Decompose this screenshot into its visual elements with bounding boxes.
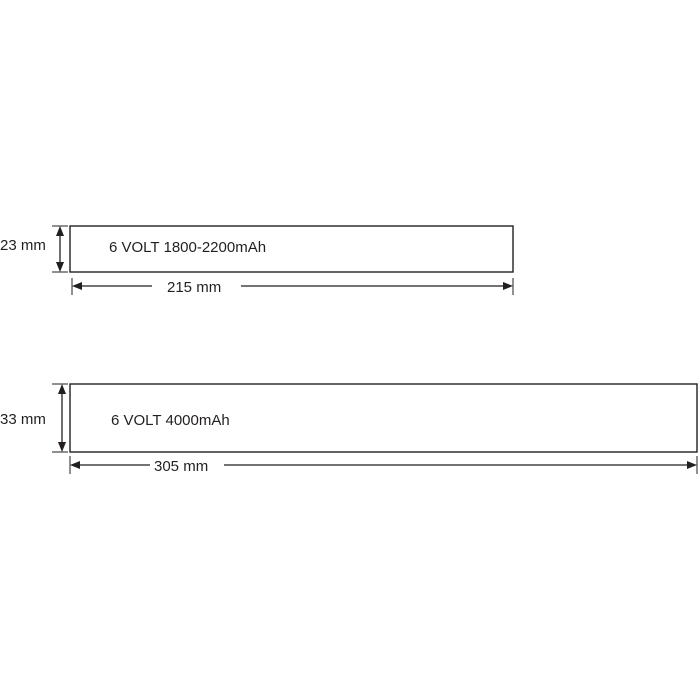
battery-small-width-label: 215 mm [167, 279, 221, 296]
arrow-up-icon [56, 226, 64, 236]
battery-large-height-dimension: 33 mm [0, 383, 68, 453]
battery-large-width-dimension: 305 mm [69, 456, 698, 475]
battery-small: 6 VOLT 1800-2200mAh 23 mm 215 mm [0, 225, 514, 296]
battery-small-height-dimension: 23 mm [0, 225, 68, 273]
arrow-down-icon [58, 442, 66, 452]
arrow-right-icon [687, 461, 697, 469]
battery-small-width-dimension: 215 mm [71, 278, 514, 296]
arrow-down-icon [56, 262, 64, 272]
arrow-left-icon [70, 461, 80, 469]
battery-small-height-label: 23 mm [0, 237, 46, 254]
battery-large-outline [69, 383, 698, 453]
battery-small-outline [69, 225, 514, 273]
arrow-left-icon [72, 282, 82, 290]
arrow-up-icon [58, 384, 66, 394]
battery-large: 6 VOLT 4000mAh 33 mm 305 mm [0, 383, 698, 475]
arrow-right-icon [503, 282, 513, 290]
battery-large-height-label: 33 mm [0, 411, 46, 428]
battery-small-label: 6 VOLT 1800-2200mAh [109, 239, 266, 256]
battery-large-width-label: 305 mm [154, 458, 208, 475]
battery-large-label: 6 VOLT 4000mAh [111, 412, 230, 429]
